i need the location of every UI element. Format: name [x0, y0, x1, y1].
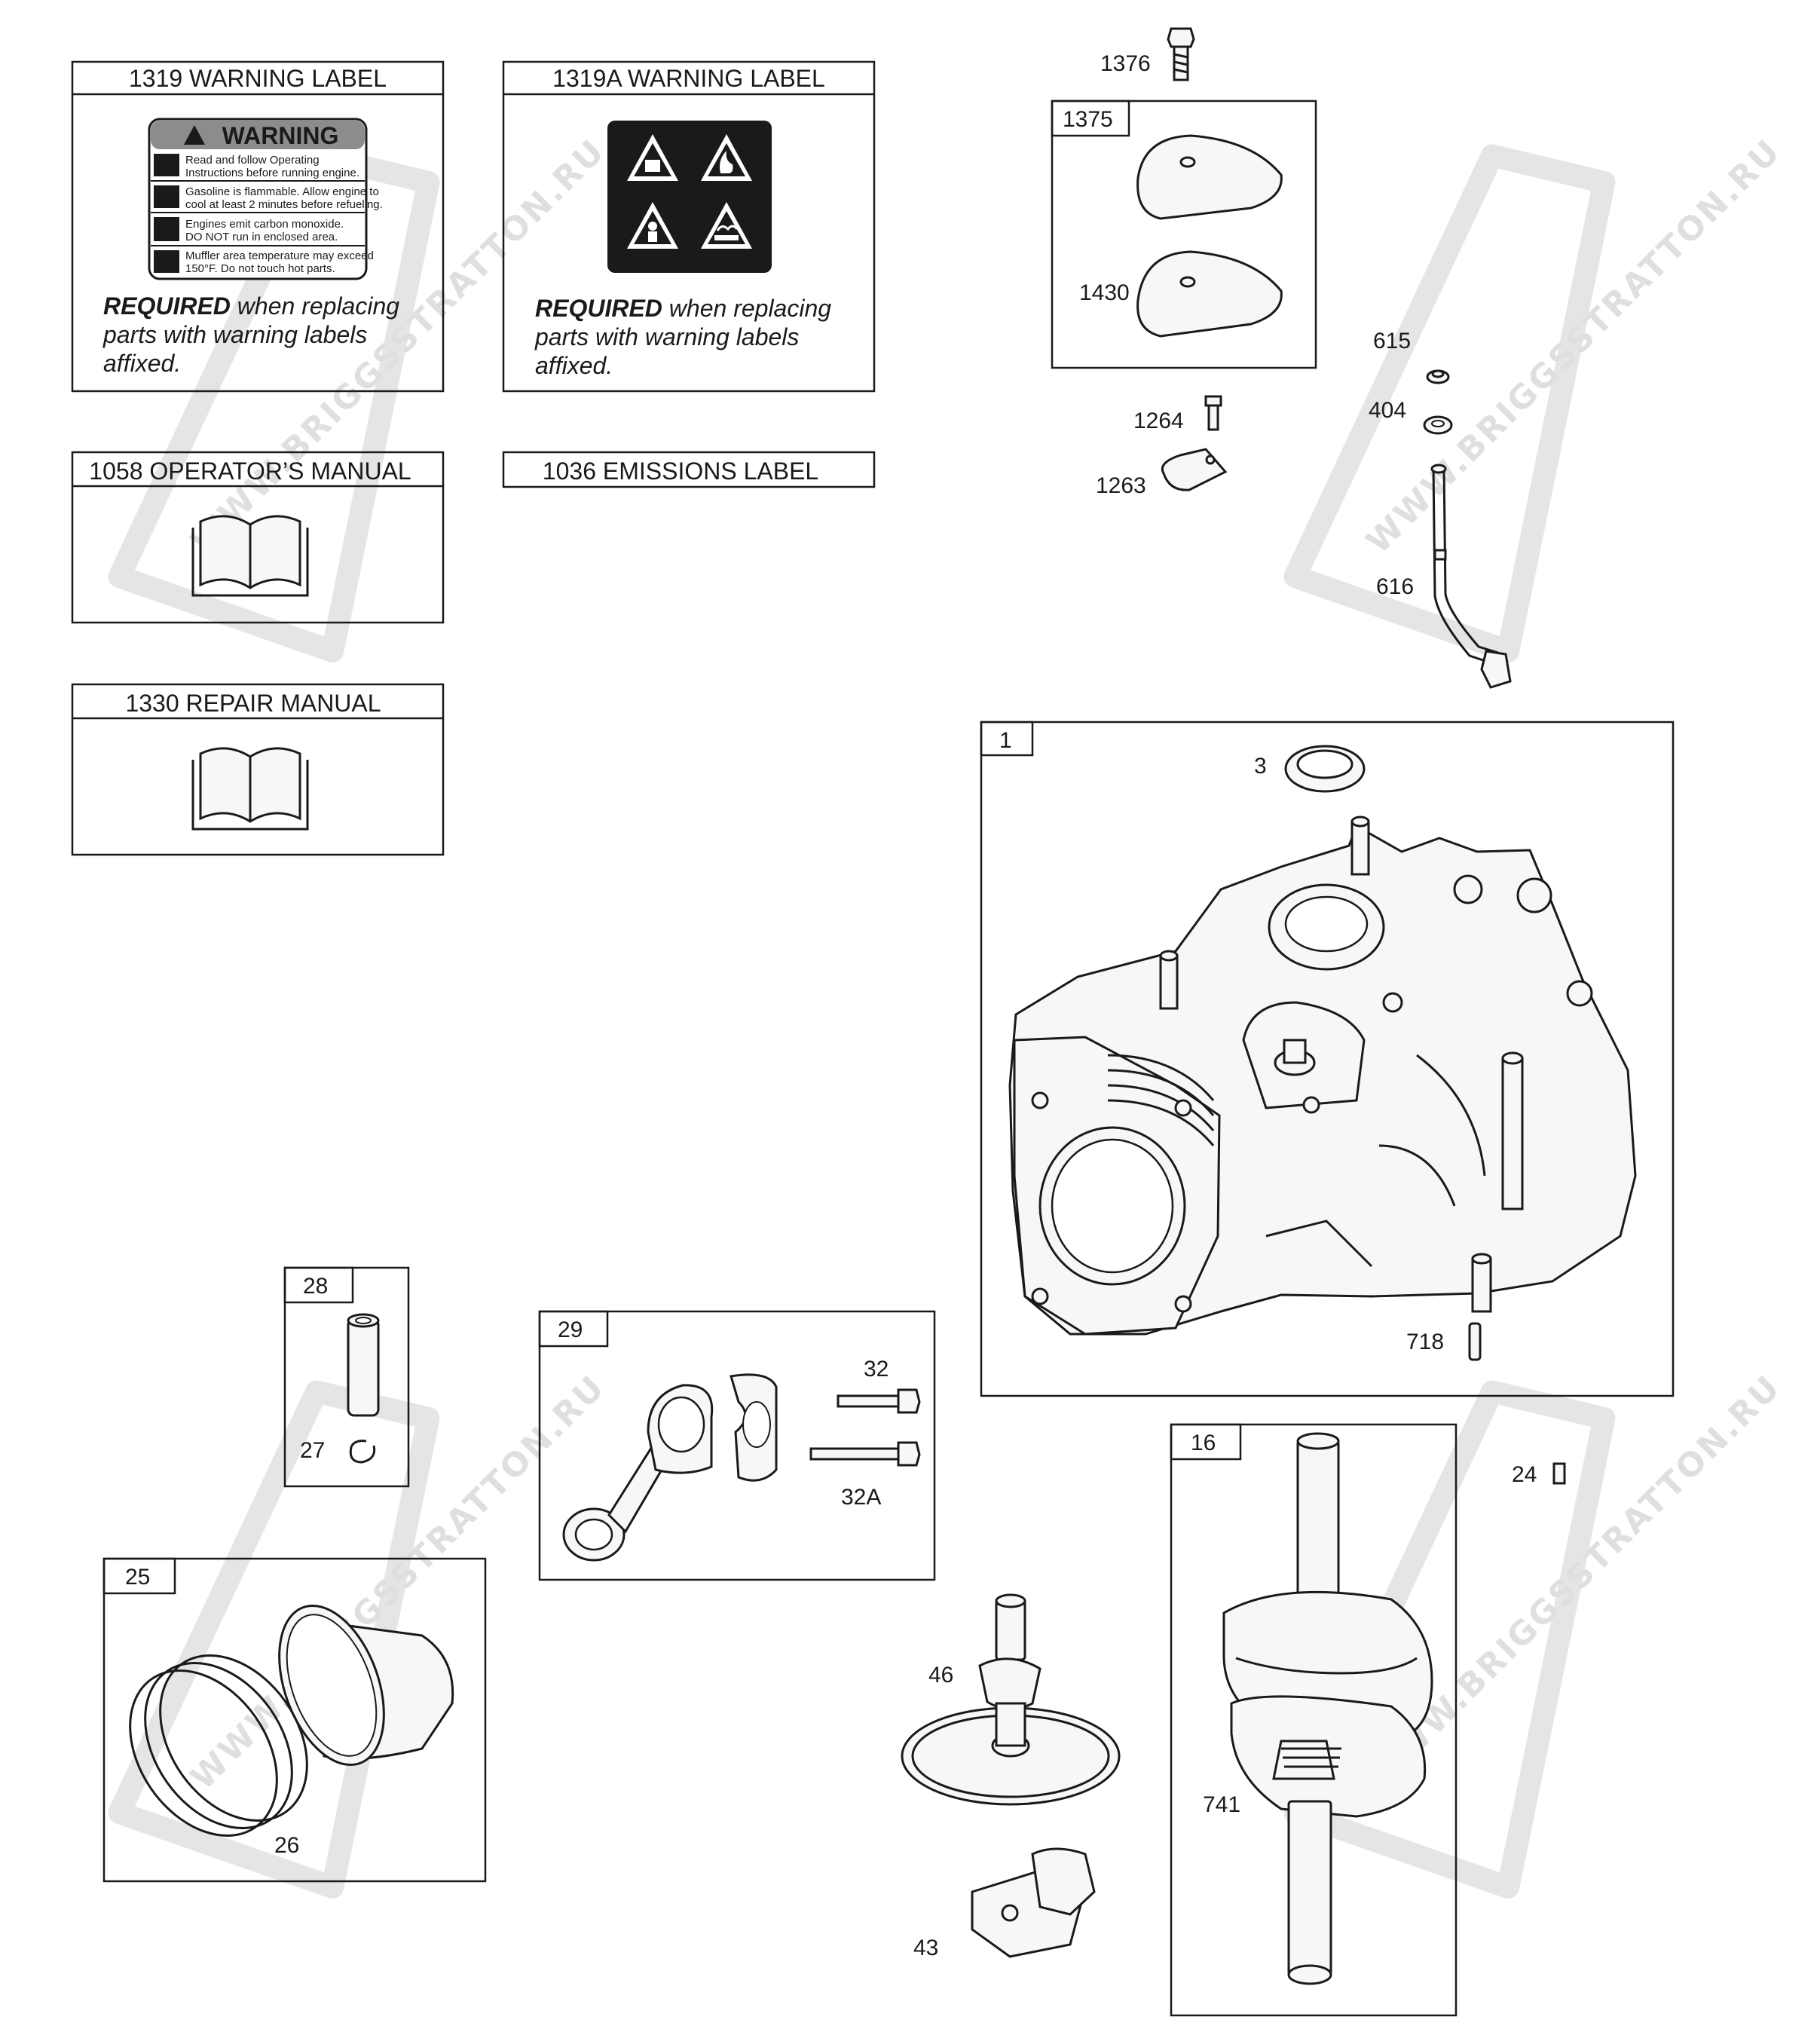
repair-manual-box: 1330 REPAIR MANUAL [71, 683, 445, 856]
operators-manual-box: 1058 OPERATOR’S MANUAL [71, 451, 445, 624]
note-line: affixed. [103, 350, 181, 377]
callout-741: 741 [1203, 1792, 1240, 1817]
part-1375-cover [1136, 134, 1283, 220]
callout-43: 43 [913, 1936, 938, 1960]
required-text: REQUIRED [535, 295, 662, 322]
emissions-label-box: 1036 EMISSIONS LABEL [502, 451, 876, 488]
part-718-dowel-pin: 718 [1406, 1322, 1482, 1361]
note-line: when replacing [231, 292, 399, 320]
hot-surface-icon [154, 250, 179, 273]
hot-surface-icon [701, 202, 752, 249]
required-text: REQUIRED [103, 292, 231, 320]
fire-hazard-icon [701, 134, 752, 181]
callout-404: 404 [1369, 398, 1406, 423]
part-404-washer: 404 [1369, 398, 1453, 435]
part-25-piston [278, 1604, 454, 1767]
pictogram-panel [607, 121, 772, 273]
note-line: when replacing [662, 295, 831, 322]
fumes-icon [154, 217, 179, 241]
warning-sign-line: Read and follow Operating [185, 154, 320, 167]
watermark-text: WWW.BRIGGSSTRATTON.RU [1359, 1367, 1788, 1797]
callout-46: 46 [928, 1663, 953, 1688]
part-3-seal: 3 [1254, 745, 1366, 793]
callout-615: 615 [1373, 329, 1411, 353]
part-26-piston-rings: 26 [129, 1654, 308, 1858]
part-16-crankshaft: 741 [1203, 1432, 1433, 1985]
part-1264-screw: 1264 [1133, 395, 1222, 433]
part-32a-bolt: 32A [809, 1441, 921, 1510]
warning-label-a-title: 1319A WARNING LABEL [552, 65, 825, 92]
warning-sign-line: Engines emit carbon monoxide. [185, 218, 344, 231]
callout-24: 24 [1512, 1462, 1537, 1487]
part-1-block-box: 1 3 [980, 721, 1675, 1397]
callout-1264: 1264 [1133, 409, 1184, 433]
part-24-key: 24 [1512, 1462, 1566, 1487]
warning-sign: WARNING Read and follow Operating Instru… [148, 118, 383, 280]
callout-32: 32 [864, 1357, 889, 1382]
svg-text:REQUIRED when replacing: REQUIRED when replacing [103, 292, 399, 320]
part-1430-gasket [1136, 250, 1283, 338]
warning-sign-line: 150°F. Do not touch hot parts. [185, 262, 335, 275]
cylinder-block-drawing: 718 [1008, 816, 1637, 1361]
callout-1375: 1375 [1063, 107, 1113, 132]
note-line: parts with warning labels [534, 323, 799, 350]
warning-label-title: 1319 WARNING LABEL [129, 65, 387, 92]
warning-sign-line: Muffler area temperature may exceed [185, 249, 374, 262]
part-46-camshaft: 46 [901, 1593, 1121, 1806]
note-line: affixed. [535, 352, 613, 379]
part-43-governor: 43 [913, 1847, 1096, 1960]
callout-28: 28 [303, 1274, 328, 1299]
warning-label-box: 1319 WARNING LABEL WARNING Read and foll… [71, 60, 445, 393]
toxic-fumes-icon [627, 202, 678, 249]
operators-manual-title: 1058 OPERATOR’S MANUAL [89, 457, 411, 485]
callout-29: 29 [558, 1317, 583, 1342]
callout-1263: 1263 [1096, 473, 1146, 498]
read-manual-icon [627, 134, 678, 181]
warning-label-a-box: 1319A WARNING LABEL [502, 60, 876, 393]
manual-icon [154, 154, 179, 176]
emissions-label-title: 1036 EMISSIONS LABEL [543, 457, 818, 485]
callout-32a: 32A [841, 1485, 881, 1510]
part-1263-bracket: 1263 [1096, 448, 1228, 498]
alert-triangle-icon [184, 125, 205, 145]
part-27-retainer-clip: 27 [300, 1438, 376, 1464]
svg-text:REQUIRED when replacing: REQUIRED when replacing [535, 295, 831, 322]
part-16-box: 16 741 [1170, 1423, 1458, 2017]
part-28-piston-pin [347, 1313, 380, 1417]
callout-616: 616 [1376, 574, 1414, 599]
part-28-box: 28 27 [283, 1266, 410, 1488]
watermark-text: WWW.BRIGGSSTRATTON.RU [1359, 131, 1788, 561]
callout-1: 1 [999, 728, 1012, 753]
callout-27: 27 [300, 1438, 325, 1463]
fire-icon [154, 185, 179, 208]
part-25-box: 25 26 [102, 1557, 487, 1883]
callout-25: 25 [125, 1565, 150, 1590]
part-32-bolt: 32 [837, 1357, 921, 1414]
part-615-oring: 615 [1373, 329, 1450, 384]
callout-1376: 1376 [1100, 51, 1151, 76]
repair-manual-title: 1330 REPAIR MANUAL [125, 690, 381, 717]
part-1376-bolt: 1376 [1100, 27, 1195, 81]
note-line: parts with warning labels [102, 321, 367, 348]
warning-sign-line: Gasoline is flammable. Allow engine to [185, 185, 379, 198]
part-29-box: 29 32 32A [538, 1310, 936, 1581]
callout-1430: 1430 [1079, 280, 1130, 305]
callout-3: 3 [1254, 754, 1267, 779]
callout-26: 26 [274, 1833, 299, 1858]
warning-sign-heading: WARNING [222, 122, 339, 149]
part-616-dipstick-tube: 616 [1376, 464, 1512, 689]
callout-16: 16 [1191, 1431, 1216, 1455]
part-29-connecting-rod [562, 1373, 778, 1562]
warning-sign-line: DO NOT run in enclosed area. [185, 231, 338, 243]
warning-sign-line: Instructions before running engine. [185, 167, 359, 179]
warning-sign-line: cool at least 2 minutes before refueling… [185, 198, 383, 211]
part-1375-box: 1375 1430 [1051, 99, 1317, 369]
callout-718: 718 [1406, 1330, 1444, 1354]
book-icon [191, 747, 309, 831]
book-icon [191, 515, 309, 597]
